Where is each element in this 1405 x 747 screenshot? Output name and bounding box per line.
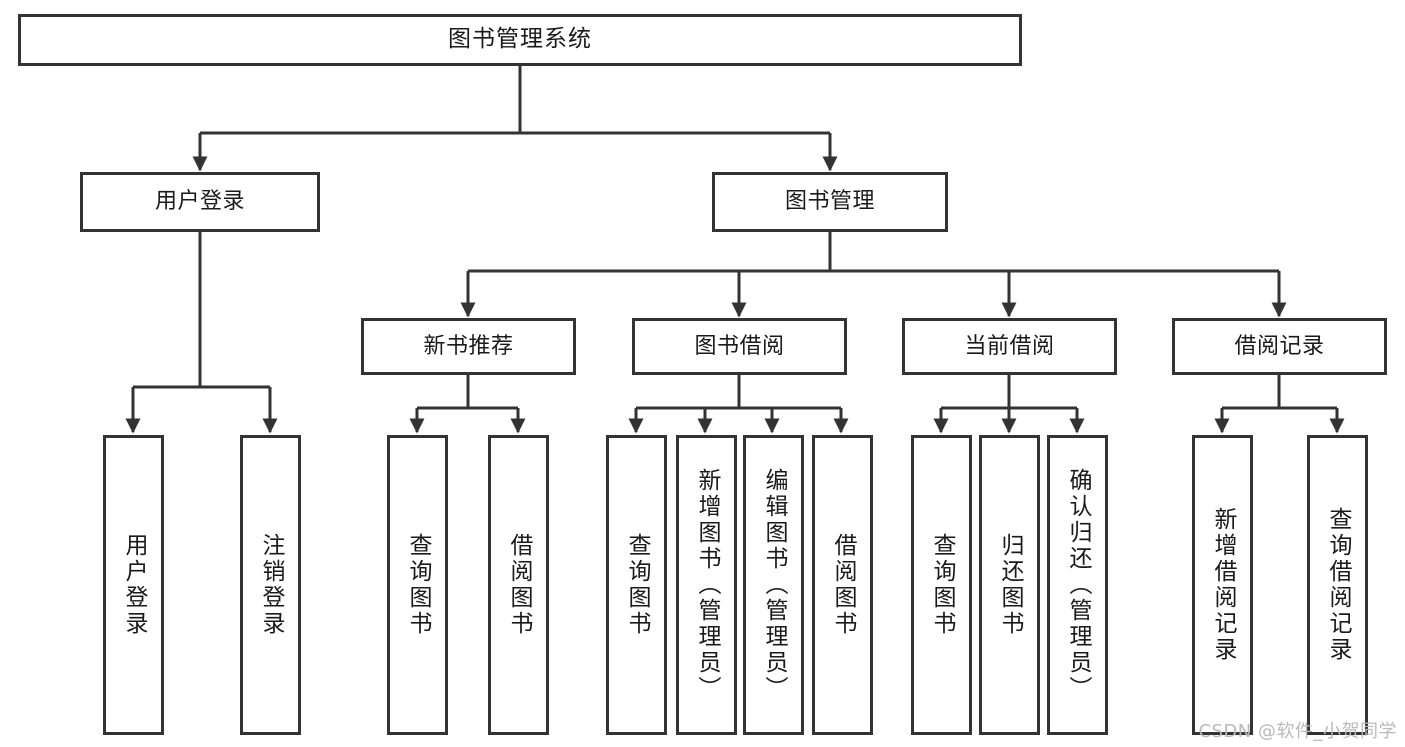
leaf-query-book-3[interactable]: 查询图书 bbox=[911, 435, 972, 735]
node-new-book-recommend[interactable]: 新书推荐 bbox=[361, 318, 576, 375]
leaf-logout-label: 注销登录 bbox=[258, 533, 284, 637]
leaf-logout[interactable]: 注销登录 bbox=[240, 435, 301, 735]
leaf-add-record-label: 新增借阅记录 bbox=[1210, 507, 1236, 663]
leaf-query-book-1[interactable]: 查询图书 bbox=[387, 435, 448, 735]
leaf-user-login-label: 用户登录 bbox=[121, 533, 147, 637]
node-new-book-recommend-label: 新书推荐 bbox=[423, 333, 514, 359]
node-book-manage[interactable]: 图书管理 bbox=[712, 172, 948, 232]
node-current-borrow-label: 当前借阅 bbox=[964, 333, 1055, 359]
watermark: CSDN @软件_小贺同学 bbox=[1198, 721, 1397, 742]
leaf-add-record[interactable]: 新增借阅记录 bbox=[1192, 435, 1253, 735]
node-user-login-label: 用户登录 bbox=[154, 189, 245, 215]
leaf-query-record-label: 查询借阅记录 bbox=[1325, 507, 1351, 663]
leaf-query-book-1-label: 查询图书 bbox=[405, 533, 431, 637]
leaf-user-login[interactable]: 用户登录 bbox=[103, 435, 164, 735]
node-current-borrow[interactable]: 当前借阅 bbox=[902, 318, 1117, 375]
leaf-confirm-return-label: 确认归还（管理员） bbox=[1065, 468, 1091, 702]
node-book-borrow[interactable]: 图书借阅 bbox=[632, 318, 847, 375]
node-root-label: 图书管理系统 bbox=[448, 26, 592, 53]
leaf-query-book-3-label: 查询图书 bbox=[929, 533, 955, 637]
leaf-return-book-label: 归还图书 bbox=[997, 533, 1023, 637]
leaf-borrow-book-1[interactable]: 借阅图书 bbox=[488, 435, 549, 735]
node-borrow-record-label: 借阅记录 bbox=[1234, 333, 1325, 359]
node-borrow-record[interactable]: 借阅记录 bbox=[1172, 318, 1387, 375]
node-book-manage-label: 图书管理 bbox=[784, 189, 875, 215]
leaf-add-book[interactable]: 新增图书（管理员） bbox=[676, 435, 737, 735]
leaf-edit-book[interactable]: 编辑图书（管理员） bbox=[743, 435, 804, 735]
leaf-confirm-return[interactable]: 确认归还（管理员） bbox=[1047, 435, 1108, 735]
leaf-borrow-book-1-label: 借阅图书 bbox=[506, 533, 532, 637]
leaf-query-book-2-label: 查询图书 bbox=[624, 533, 650, 637]
leaf-return-book[interactable]: 归还图书 bbox=[979, 435, 1040, 735]
node-book-borrow-label: 图书借阅 bbox=[694, 333, 785, 359]
node-root[interactable]: 图书管理系统 bbox=[18, 14, 1022, 66]
leaf-query-book-2[interactable]: 查询图书 bbox=[606, 435, 667, 735]
leaf-add-book-label: 新增图书（管理员） bbox=[694, 468, 720, 702]
leaf-query-record[interactable]: 查询借阅记录 bbox=[1307, 435, 1368, 735]
leaf-edit-book-label: 编辑图书（管理员） bbox=[761, 468, 787, 702]
node-user-login[interactable]: 用户登录 bbox=[80, 172, 320, 232]
leaf-borrow-book-2[interactable]: 借阅图书 bbox=[812, 435, 873, 735]
leaf-borrow-book-2-label: 借阅图书 bbox=[830, 533, 856, 637]
